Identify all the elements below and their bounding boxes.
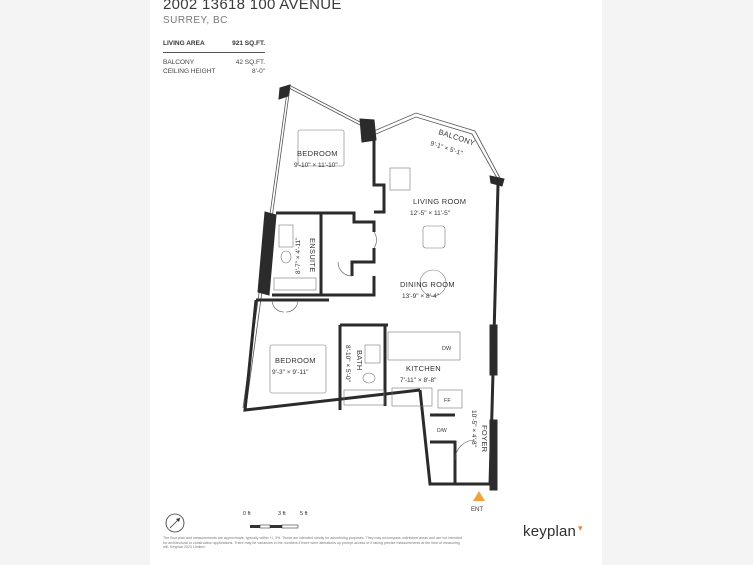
bath-dims: 8'-10" × 5'-0" bbox=[344, 345, 351, 383]
floorplan-sheet: 2002 13618 100 AVENUE SURREY, BC LIVING … bbox=[150, 0, 602, 565]
ensuite-label: ENSUITE bbox=[308, 238, 317, 273]
walls bbox=[257, 84, 505, 491]
scale-label-0: 0 ft bbox=[243, 511, 251, 517]
balcony-area-value: 42 SQ.FT. bbox=[235, 58, 265, 66]
foyer-label: FOYER bbox=[480, 425, 489, 453]
interior-walls bbox=[243, 134, 500, 486]
washer-dryer-label: D/W bbox=[437, 428, 447, 434]
bedroom-1-label: BEDROOM bbox=[297, 149, 338, 158]
ensuite-dims: 8'-7" × 4'-11" bbox=[295, 237, 302, 274]
bedroom-2-label: BEDROOM bbox=[275, 356, 316, 365]
ceiling-height-label: CEILING HEIGHT bbox=[163, 68, 216, 75]
dishwasher-label: DW bbox=[442, 346, 452, 352]
bedroom-2-dims: 9'-3" × 9'-11" bbox=[272, 369, 309, 376]
scale-ruler bbox=[250, 524, 299, 529]
logo-accent-icon: ▾ bbox=[578, 523, 583, 533]
balcony-row: BALCONY 42 SQ.FT. bbox=[163, 58, 265, 68]
fixtures-outline bbox=[269, 129, 463, 409]
door-swings bbox=[271, 231, 476, 461]
bath-label: BATH bbox=[355, 350, 364, 371]
ceiling-height-value: 8'-0" bbox=[252, 68, 265, 75]
north-compass-icon bbox=[165, 513, 185, 533]
bedroom-1-dims: 9'-10" × 11'-10" bbox=[294, 162, 338, 169]
living-room-dims: 12'-5" × 11'-5" bbox=[410, 210, 451, 217]
keyplan-logo: keyplan bbox=[523, 523, 577, 540]
fridge-label: FF bbox=[444, 398, 451, 404]
floor-plan-drawing: BEDROOM 9'-10" × 11'-10" BALCONY 9'-1" ×… bbox=[242, 84, 505, 513]
area-stats: LIVING AREA 921 SQ.FT. BALCONY 42 SQ.FT.… bbox=[163, 39, 265, 77]
entry-marker-icon bbox=[473, 491, 485, 501]
dining-room-label: DINING ROOM bbox=[400, 280, 455, 289]
kitchen-label: KITCHEN bbox=[406, 364, 441, 373]
kitchen-dims: 7'-11" × 8'-8" bbox=[400, 377, 437, 384]
living-area-value: 921 SQ.FT. bbox=[232, 40, 265, 47]
foyer-dims: 10'-5" × 4'-8" bbox=[470, 410, 477, 448]
ceiling-row: CEILING HEIGHT 8'-0" bbox=[163, 67, 265, 77]
living-area-label: LIVING AREA bbox=[163, 40, 205, 47]
address-title: 2002 13618 100 AVENUE bbox=[163, 0, 342, 13]
city-subtitle: SURREY, BC bbox=[163, 15, 228, 26]
scale-label-5: 5 ft bbox=[300, 511, 308, 517]
dining-room-dims: 13'-9" × 8'-4" bbox=[402, 293, 440, 300]
balcony-area-label: BALCONY bbox=[163, 58, 195, 66]
disclaimer-footnote: The floor plan and measurements are appr… bbox=[163, 536, 463, 550]
living-room-label: LIVING ROOM bbox=[413, 197, 466, 206]
entry-label: ENT bbox=[471, 507, 483, 513]
living-area-row: LIVING AREA 921 SQ.FT. bbox=[163, 39, 265, 53]
scale-label-3: 3 ft bbox=[278, 511, 286, 517]
